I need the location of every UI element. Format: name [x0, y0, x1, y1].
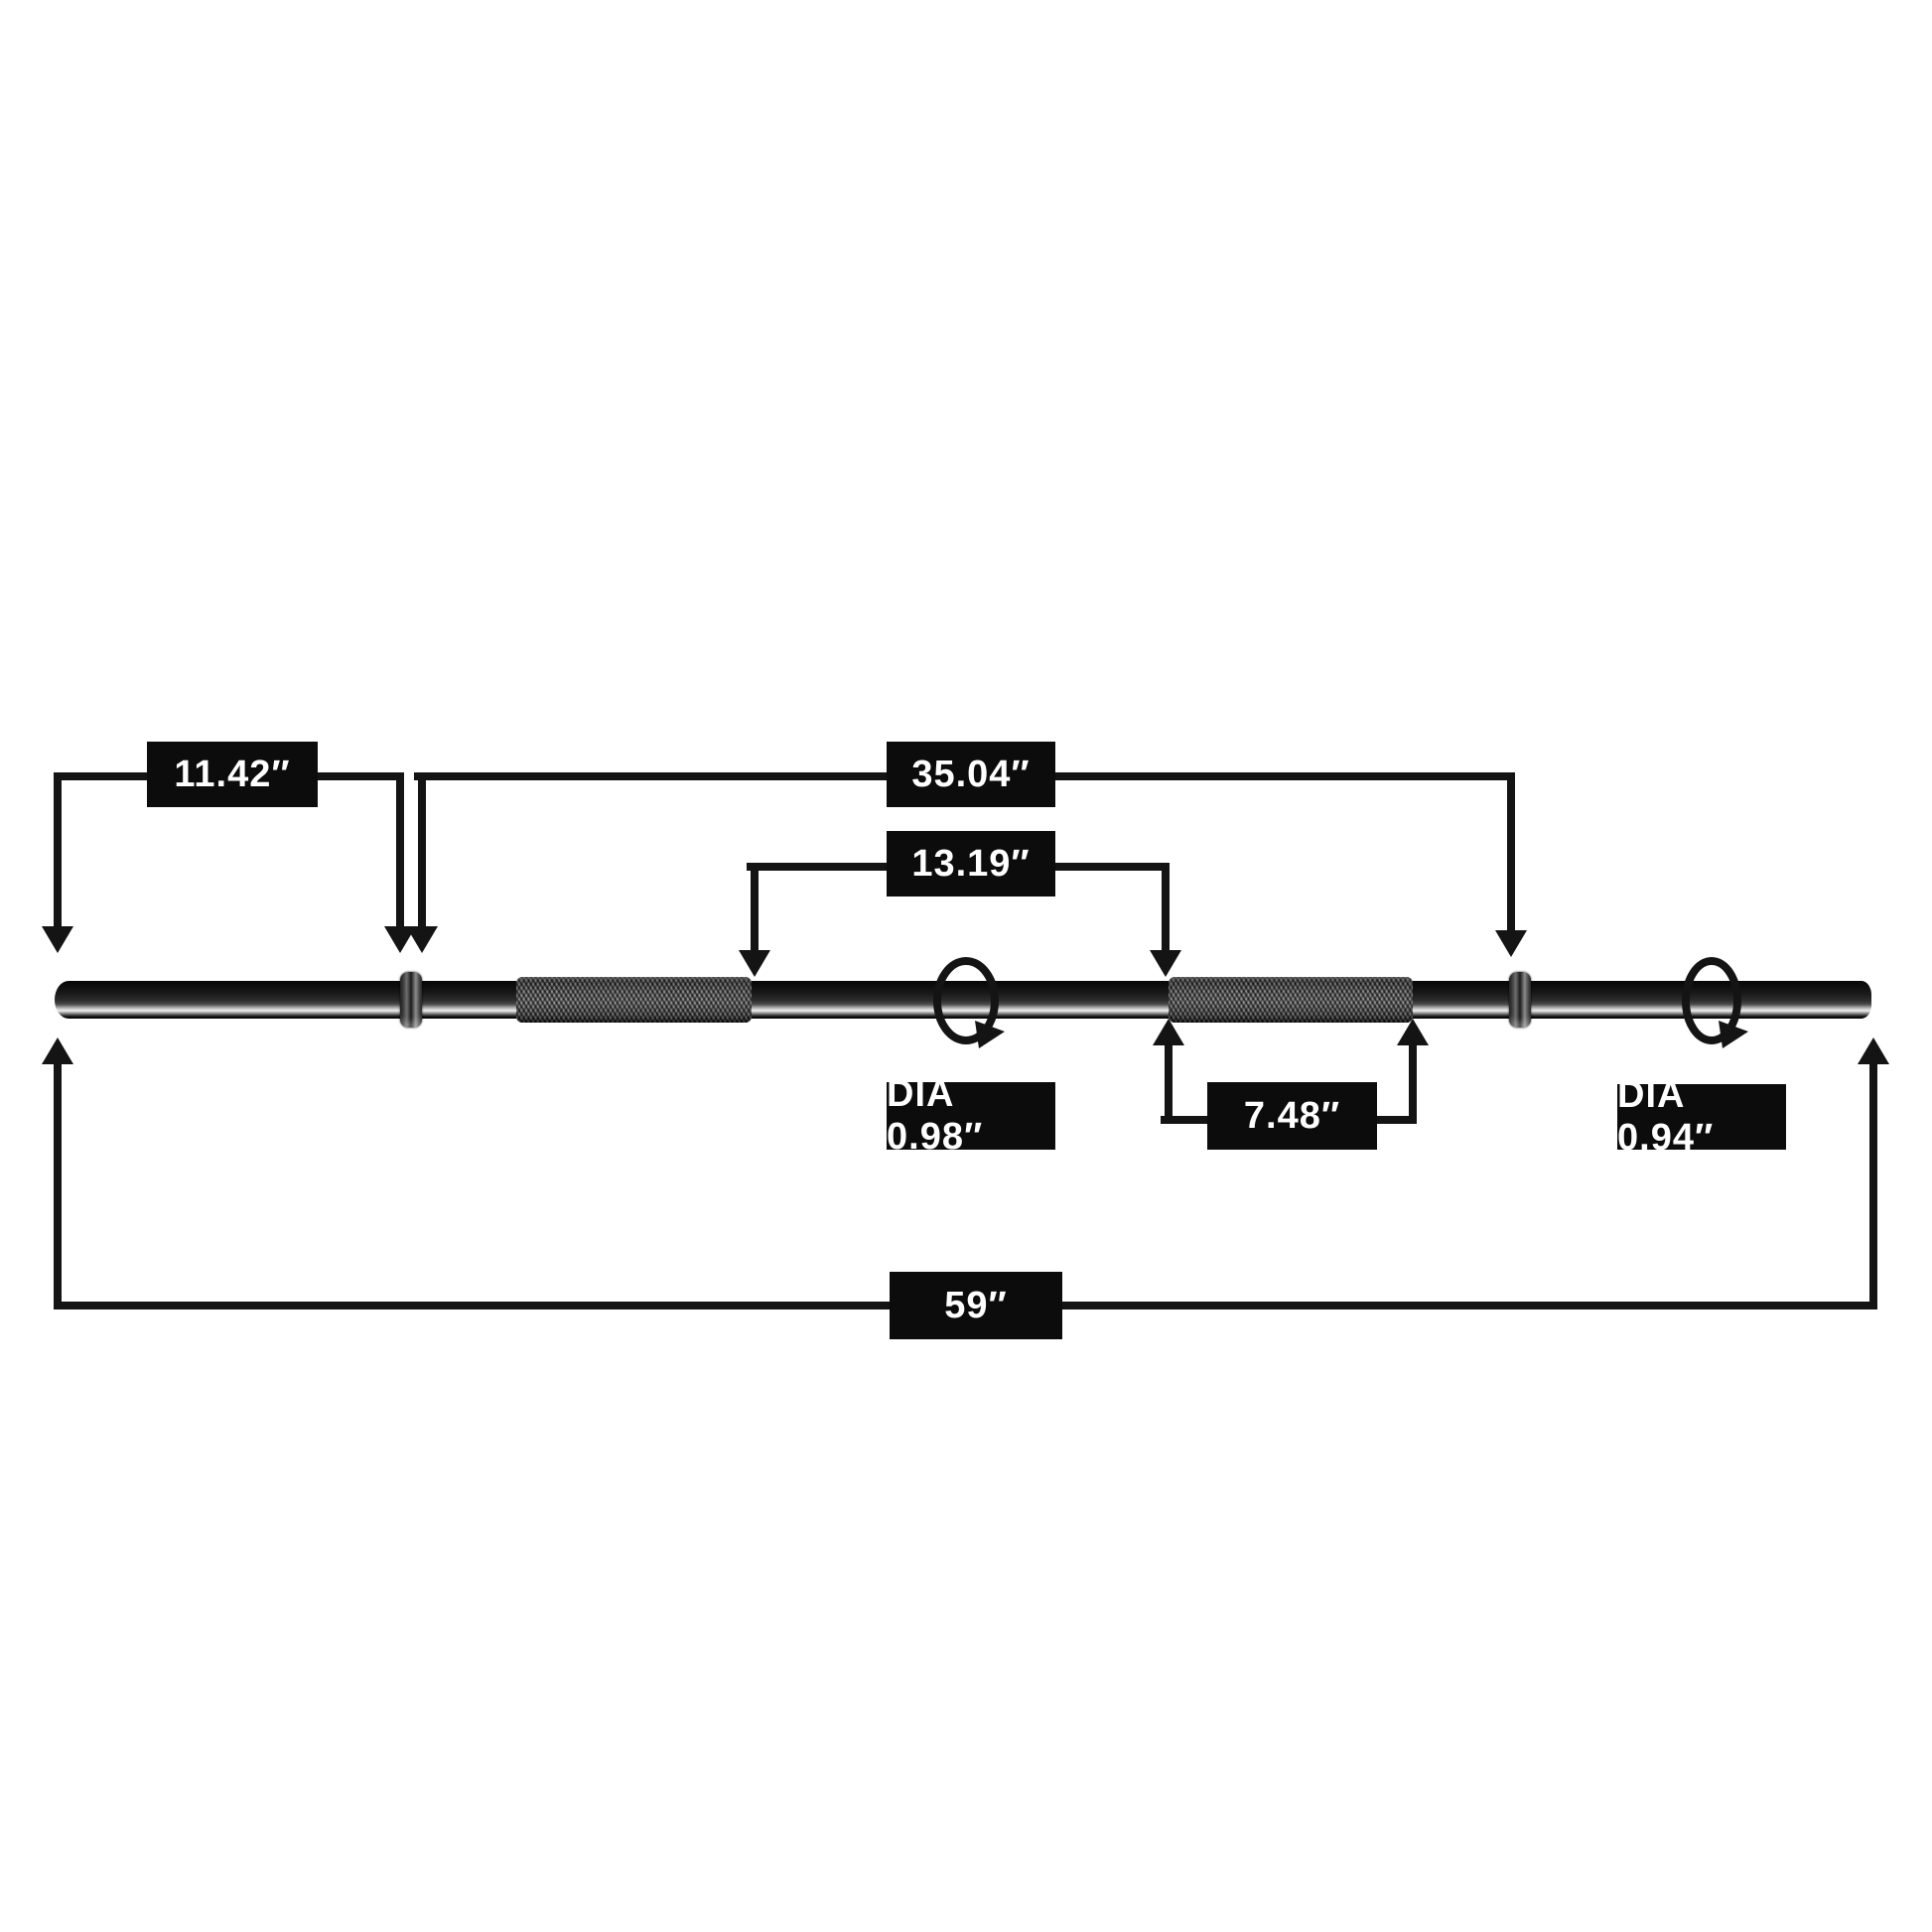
dim-label-center-diameter: DIA 0.98″: [887, 1073, 1055, 1158]
dimension-line: [1161, 1116, 1207, 1124]
arrow-up-icon: [42, 1037, 73, 1064]
right-knurl-grip: [1169, 977, 1413, 1023]
dimension-line: [54, 772, 62, 929]
dimension-line: [1869, 1060, 1877, 1310]
dimension-line: [418, 772, 426, 929]
dimension-line: [1062, 1302, 1877, 1310]
dimension-line: [747, 863, 887, 871]
dim-value: 11.42″: [174, 753, 291, 795]
dim-label-between-grips: 13.19″: [887, 831, 1055, 897]
arrow-down-icon: [406, 926, 438, 953]
rotation-ellipse-icon: [933, 957, 1005, 1048]
dim-value: 13.19″: [911, 842, 1031, 885]
arrow-down-icon: [1495, 930, 1527, 957]
arrow-down-icon: [1150, 950, 1181, 977]
dimension-line: [318, 772, 404, 780]
barbell-bar: [55, 981, 1871, 1019]
dimension-line: [1377, 1116, 1417, 1124]
dim-label-sleeve-diameter: DIA 0.94″: [1617, 1074, 1786, 1159]
arrow-down-icon: [42, 926, 73, 953]
arrow-up-icon: [1858, 1037, 1889, 1064]
arrow-down-icon: [739, 950, 770, 977]
dimension-line: [1507, 772, 1515, 933]
dim-value: 59″: [944, 1284, 1008, 1326]
left-knurl-grip: [516, 977, 752, 1023]
rotation-ellipse-icon: [1682, 957, 1748, 1048]
dim-value: DIA 0.98″: [887, 1073, 984, 1158]
dimension-line: [1162, 863, 1170, 953]
dimension-line: [54, 772, 147, 780]
dimension-line: [1409, 1040, 1417, 1124]
arrow-up-icon: [1153, 1019, 1184, 1045]
dim-label-between-collars: 35.04″: [887, 742, 1055, 807]
dim-label-total-length: 59″: [890, 1272, 1062, 1339]
dimension-line: [1165, 1040, 1173, 1124]
dim-label-left-sleeve: 11.42″: [147, 742, 318, 807]
dimension-line: [54, 1060, 62, 1310]
left-collar-ring: [400, 972, 422, 1028]
dimension-line: [1055, 772, 1515, 780]
arrow-up-icon: [1397, 1019, 1429, 1045]
dim-label-grip-length: 7.48″: [1207, 1082, 1377, 1150]
dimension-line: [751, 863, 759, 953]
right-collar-ring: [1509, 972, 1531, 1028]
dimension-line: [54, 1302, 890, 1310]
dimension-line: [1055, 863, 1170, 871]
dim-value: 35.04″: [911, 753, 1031, 795]
dimension-line: [414, 772, 887, 780]
dim-value: DIA 0.94″: [1617, 1074, 1715, 1159]
dim-value: 7.48″: [1243, 1094, 1341, 1137]
dimension-line: [396, 772, 404, 929]
